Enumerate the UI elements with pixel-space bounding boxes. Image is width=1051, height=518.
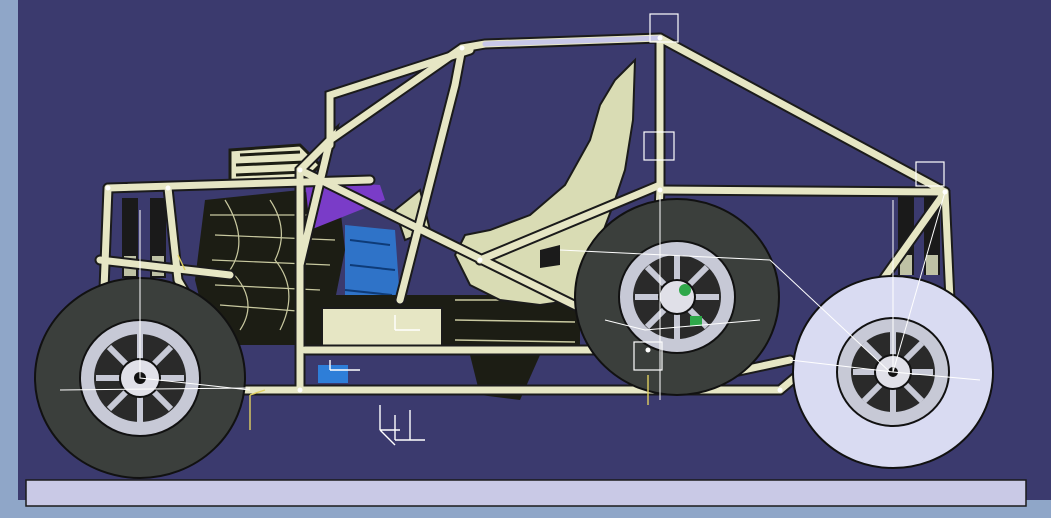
- axis-triad-icon: [177, 254, 649, 446]
- ground-plane-icon[interactable]: [25, 479, 1027, 507]
- junction-markers: [105, 35, 948, 393]
- middle-wheel-icon[interactable]: [574, 198, 780, 396]
- selection-box-icon[interactable]: [633, 13, 945, 371]
- construction-lines: [59, 191, 981, 400]
